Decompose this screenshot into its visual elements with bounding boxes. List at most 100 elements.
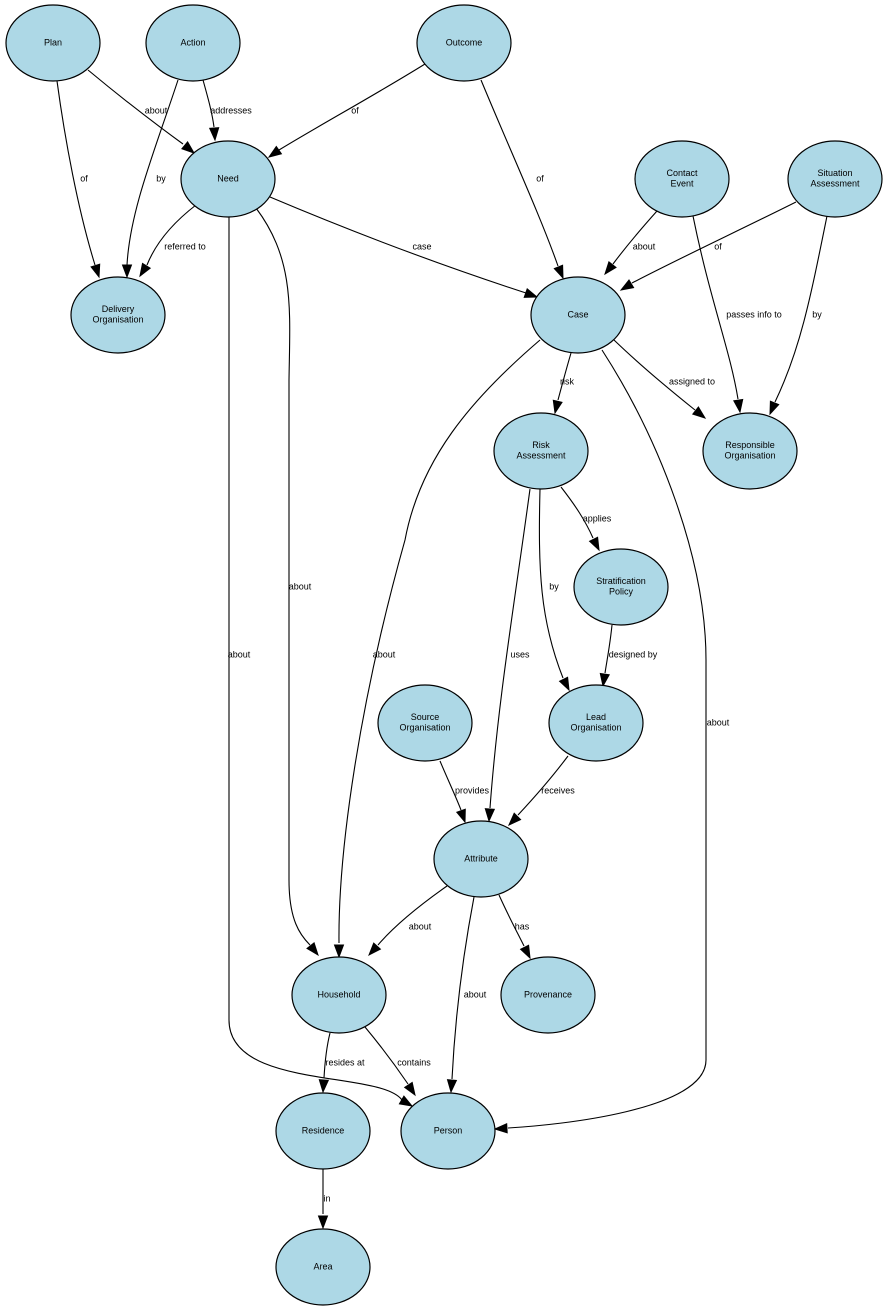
edge-action-to-need: addresses: [202, 79, 252, 142]
edge-arrowhead: [333, 944, 345, 959]
node-ellipse: [400, 1092, 496, 1170]
node-label: Stratification: [596, 576, 646, 586]
edge-label: by: [812, 309, 822, 319]
edge-label: by: [156, 173, 166, 183]
node-ellipse: [291, 956, 387, 1034]
node-label: Provenance: [524, 989, 572, 999]
node-case[interactable]: Case: [530, 276, 626, 354]
edge-label: about: [633, 241, 656, 251]
node-label: Lead: [586, 712, 606, 722]
edge-line: [255, 207, 311, 946]
node-ellipse: [787, 140, 883, 218]
edge-arrowhead: [398, 1095, 414, 1107]
edge-arrowhead: [267, 145, 283, 158]
edge-arrowhead: [733, 398, 744, 414]
edge-line: [146, 204, 197, 266]
node-area[interactable]: Area: [275, 1228, 371, 1306]
edge-need-to-household: about: [255, 207, 319, 957]
edge-line: [202, 79, 215, 128]
edge-need-to-delivery_org: referred to: [139, 204, 206, 278]
edge-arrowhead: [508, 812, 522, 827]
node-ellipse: [493, 412, 589, 490]
edge-arrowhead: [553, 264, 564, 280]
node-ellipse: [530, 276, 626, 354]
edge-need-to-case: case: [269, 196, 539, 298]
node-ellipse: [377, 684, 473, 762]
edge-arrowhead: [588, 536, 600, 552]
edge-label: of: [536, 173, 544, 183]
edge-line: [377, 885, 448, 946]
edge-label: in: [323, 1193, 330, 1203]
edge-line: [613, 339, 696, 411]
edge-plan-to-delivery_org: of: [56, 80, 101, 279]
edge-arrowhead: [208, 127, 220, 142]
edge-label: about: [228, 649, 251, 659]
node-ellipse: [275, 1228, 371, 1306]
edge-case-to-risk_assessment: risk: [552, 352, 574, 415]
node-label: Contact: [666, 168, 698, 178]
node-label: Delivery: [102, 304, 135, 314]
node-ellipse: [548, 684, 644, 762]
node-action[interactable]: Action: [145, 4, 241, 82]
edge-label: about: [464, 989, 487, 999]
node-outcome[interactable]: Outcome: [416, 4, 512, 82]
edge-label: passes info to: [726, 309, 782, 319]
edge-arrowhead: [493, 1123, 508, 1134]
edge-line: [451, 896, 475, 1080]
edge-case-to-household: about: [333, 339, 541, 959]
node-label: Organisation: [92, 315, 143, 325]
edge-line: [364, 1026, 409, 1085]
edge-arrowhead: [90, 263, 101, 279]
node-household[interactable]: Household: [291, 956, 387, 1034]
node-label: Person: [434, 1125, 463, 1135]
node-provenance[interactable]: Provenance: [500, 956, 596, 1034]
edge-arrowhead: [599, 672, 610, 688]
edge-label: addresses: [210, 105, 252, 115]
node-label: Policy: [609, 587, 634, 597]
edge-line: [56, 80, 96, 266]
edge-line: [517, 755, 569, 816]
node-person[interactable]: Person: [400, 1092, 496, 1170]
edge-label: referred to: [164, 241, 206, 251]
node-plan[interactable]: Plan: [5, 4, 101, 82]
node-label: Organisation: [570, 723, 621, 733]
node-label: Need: [217, 173, 239, 183]
edge-line: [692, 215, 739, 400]
node-ellipse: [500, 956, 596, 1034]
edge-label: resides at: [325, 1057, 365, 1067]
node-label: Plan: [44, 37, 62, 47]
edge-label: about: [707, 717, 730, 727]
node-need[interactable]: Need: [180, 140, 276, 218]
edge-arrowhead: [552, 399, 563, 415]
node-label: Organisation: [724, 451, 775, 461]
edge-label: uses: [510, 649, 530, 659]
node-ellipse: [416, 4, 512, 82]
edge-line: [612, 210, 658, 265]
edge-label: by: [549, 581, 559, 591]
edge-line: [228, 217, 403, 1101]
edge-line: [498, 894, 525, 947]
node-ellipse: [433, 820, 529, 898]
edge-label: about: [289, 581, 312, 591]
node-residence[interactable]: Residence: [275, 1092, 371, 1170]
edge-arrowhead: [691, 406, 707, 419]
node-label: Responsible: [725, 440, 775, 450]
edge-arrowhead: [523, 287, 539, 298]
edge-plan-to-need: about: [87, 69, 196, 154]
edge-arrowhead: [619, 279, 635, 291]
node-label: Action: [180, 37, 205, 47]
edge-need-to-person: about: [228, 217, 414, 1107]
edge-label: applies: [583, 513, 612, 523]
edge-attribute-to-person: about: [446, 896, 487, 1094]
node-attribute[interactable]: Attribute: [433, 820, 529, 898]
node-label: Outcome: [446, 37, 483, 47]
